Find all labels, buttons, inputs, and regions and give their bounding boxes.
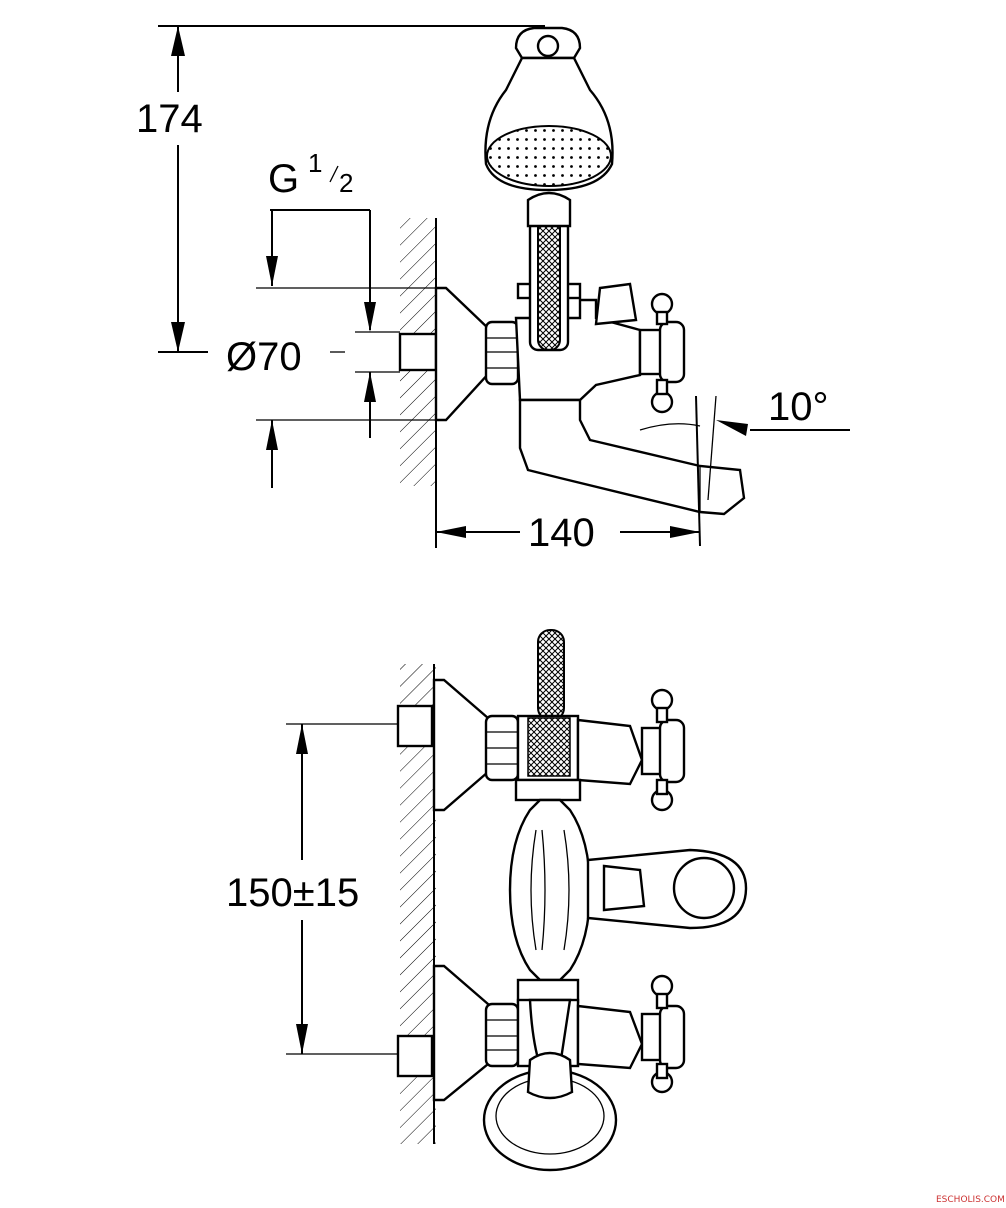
watermark: ESCHOLIS.COM [936,1195,1005,1205]
inlet-nipple-top [398,332,438,372]
cross-handle-upper [640,688,686,812]
side-view: 174 G 1 2 Ø70 [136,25,850,555]
spout-top [518,398,746,516]
cross-handle-top [638,292,686,414]
wall-rosette-upper [432,678,490,812]
shower-head-top [484,26,614,192]
svg-text:G: G [268,157,299,201]
dim-150: 150±15 [226,871,359,915]
hose-coil-front [537,629,565,721]
dim-140: 140 [528,511,595,555]
wall-rosette-top [434,286,492,422]
center-body [508,798,592,982]
cross-handle-lower [640,974,686,1094]
angle-arc [639,423,701,431]
inlet-nipple-upper [396,704,434,748]
svg-text:1: 1 [308,148,322,178]
svg-text:2: 2 [339,168,353,198]
dim-angle: 10° [768,385,829,429]
dim-diameter: Ø70 [226,335,302,379]
front-view: 150±15 [226,629,748,1172]
union-nut-top [484,320,520,386]
inlet-nipple-lower [396,1034,434,1078]
dim-174: 174 [136,97,203,141]
diverter-lever [594,282,638,326]
thread-label: G 1 2 [268,148,353,201]
wall-rosette-lower [432,964,490,1102]
